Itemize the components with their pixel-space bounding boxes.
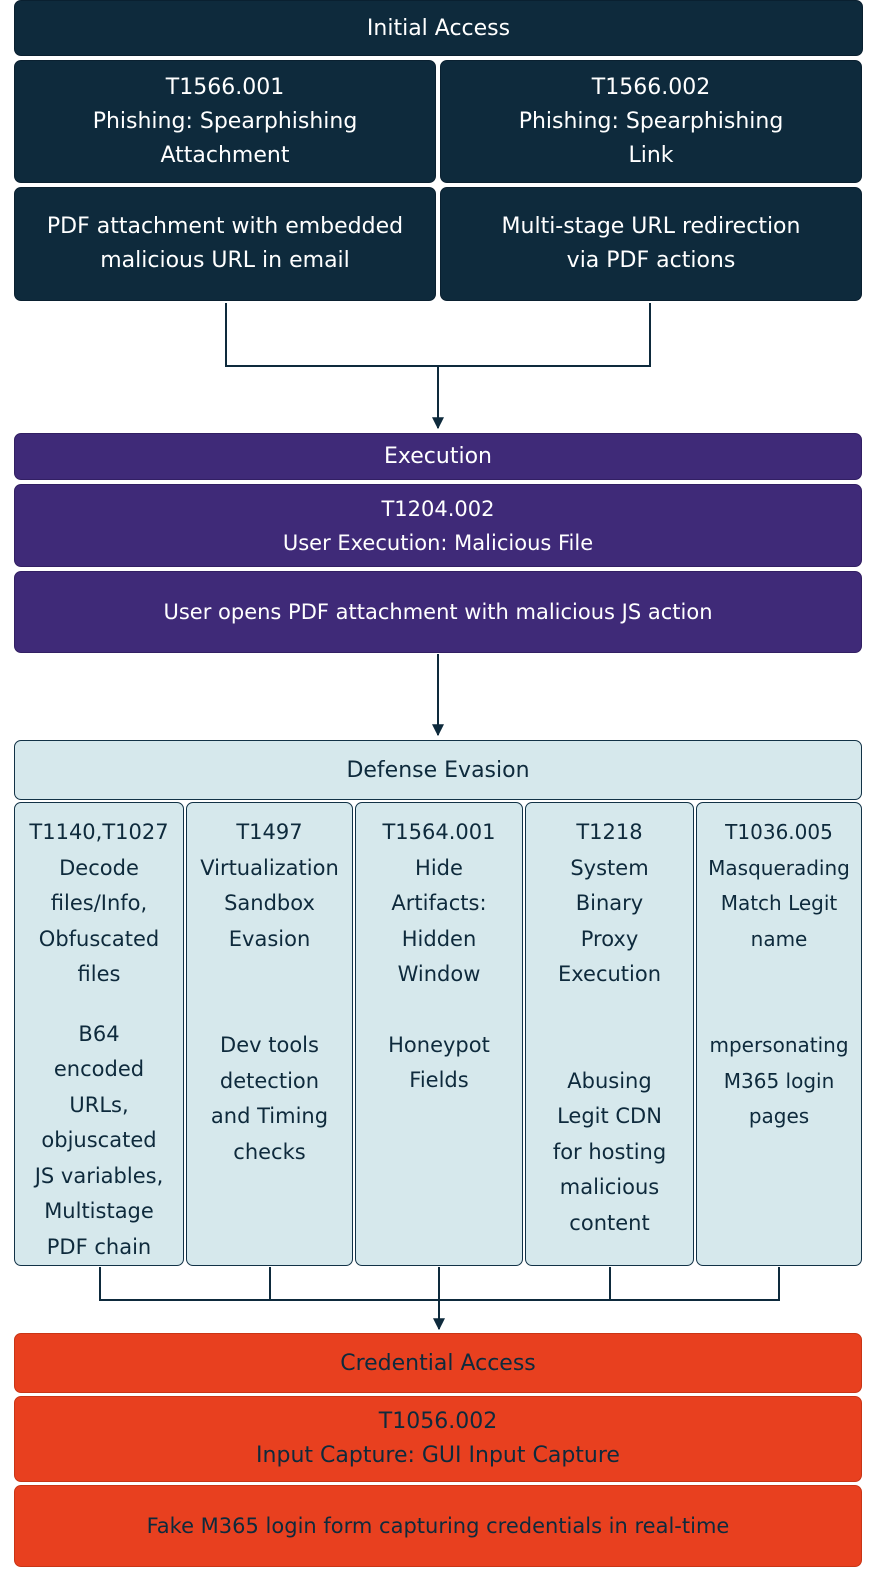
description-line: checks	[233, 1139, 306, 1164]
description-line: Fields	[409, 1068, 469, 1092]
description-line: PDF chain	[46, 1234, 152, 1259]
technique-name-line: Phishing: Spearphishing	[518, 108, 784, 134]
description-line: and Timing	[210, 1104, 329, 1128]
description-line: objuscated	[41, 1128, 157, 1152]
technique-name: Input Capture: GUI Input Capture	[256, 1443, 620, 1468]
technique-id: T1140,T1027	[29, 820, 169, 844]
description-line: malicious	[559, 1175, 660, 1199]
technique-name-line: Window	[397, 962, 481, 986]
description-line: via PDF actions	[566, 248, 736, 273]
technique-name-line: Virtualization	[200, 855, 339, 880]
technique-t1036-005: T1036.005 Masquerading Match Legit name …	[696, 802, 862, 1266]
credential-access-title: Credential Access	[340, 1350, 536, 1376]
technique-name-line: name	[750, 926, 808, 951]
technique-t1056-002: T1056.002 Input Capture: GUI Input Captu…	[14, 1396, 862, 1482]
defense-evasion-header: Defense Evasion	[14, 740, 862, 800]
description-line: JS variables,	[34, 1163, 164, 1188]
technique-t1204-002: T1204.002 User Execution: Malicious File	[14, 484, 862, 567]
description-line: PDF attachment with embedded	[46, 214, 404, 239]
technique-t1566-001: T1566.001 Phishing: Spearphishing Attach…	[14, 60, 436, 183]
technique-name-line: Evasion	[228, 926, 311, 951]
technique-t1218: T1218 System Binary Proxy Execution Abus…	[525, 802, 694, 1266]
description-line: malicious URL in email	[100, 248, 350, 273]
description-line: Dev tools	[220, 1033, 319, 1057]
technique-name-line: Attachment	[160, 142, 290, 168]
technique-name-line: Hide	[415, 855, 463, 880]
technique-id: T1218	[576, 820, 643, 844]
technique-id: T1056.002	[378, 1409, 498, 1434]
technique-id: T1564.001	[382, 820, 496, 844]
description-line: Honeypot	[388, 1032, 490, 1057]
description-line: mpersonating	[709, 1033, 849, 1057]
execution-title: Execution	[384, 444, 492, 469]
initial-access-title: Initial Access	[366, 15, 511, 41]
execution-header: Execution	[14, 433, 862, 480]
technique-name-line: Proxy	[580, 926, 639, 951]
technique-name-line: Link	[628, 142, 674, 168]
technique-name-line: Sandbox	[224, 891, 315, 915]
technique-name-line: Binary	[575, 891, 644, 915]
description-t1566-001: PDF attachment with embedded malicious U…	[14, 187, 436, 301]
description-line: encoded	[53, 1057, 145, 1081]
description-line: content	[569, 1210, 650, 1235]
technique-name-line: Execution	[557, 962, 662, 986]
technique-id: T1566.002	[591, 74, 711, 100]
technique-t1497: T1497 Virtualization Sandbox Evasion Dev…	[186, 802, 353, 1266]
technique-name-line: Masquerading	[708, 855, 850, 880]
technique-name-line: Decode	[59, 855, 139, 880]
description-line: Abusing	[567, 1068, 652, 1093]
description-line: Multistage	[44, 1199, 154, 1223]
technique-id: T1497	[236, 820, 303, 844]
description-line: Multi-stage URL redirection	[501, 214, 801, 239]
description-line: for hosting	[552, 1139, 667, 1164]
credential-access-description: Fake M365 login form capturing credentia…	[14, 1485, 862, 1567]
description-line: Fake M365 login form capturing credentia…	[146, 1514, 730, 1538]
technique-name-line: Match Legit	[720, 891, 838, 915]
technique-name-line: Hidden	[401, 926, 477, 951]
technique-name-line: Artifacts:	[391, 891, 487, 915]
technique-t1564-001: T1564.001 Hide Artifacts: Hidden Window …	[355, 802, 523, 1266]
description-line: User opens PDF attachment with malicious…	[163, 600, 713, 624]
technique-name-line: files/Info,	[50, 891, 148, 915]
execution-description: User opens PDF attachment with malicious…	[14, 571, 862, 653]
description-line: Legit CDN	[557, 1104, 662, 1128]
technique-t1566-002: T1566.002 Phishing: Spearphishing Link	[440, 60, 862, 183]
technique-id: T1036.005	[725, 820, 833, 844]
connector-initial-to-execution	[225, 303, 651, 428]
technique-t1140-t1027: T1140,T1027 Decode files/Info, Obfuscate…	[14, 802, 184, 1266]
description-line: pages	[748, 1104, 810, 1128]
connector-defense-to-credential	[99, 1267, 780, 1329]
description-t1566-002: Multi-stage URL redirection via PDF acti…	[440, 187, 862, 301]
technique-name-line: Obfuscated	[38, 926, 160, 951]
description-line: detection	[219, 1068, 320, 1093]
technique-name-line: files	[77, 962, 121, 986]
defense-evasion-title: Defense Evasion	[346, 757, 530, 783]
description-line: URLs,	[69, 1092, 129, 1117]
technique-id: T1566.001	[165, 74, 285, 100]
technique-id: T1204.002	[381, 496, 495, 521]
initial-access-header: Initial Access	[14, 0, 863, 56]
description-line: M365 login	[723, 1068, 835, 1093]
description-line: B64	[78, 1021, 120, 1046]
technique-name: User Execution: Malicious File	[282, 530, 594, 555]
technique-name-line: Phishing: Spearphishing	[92, 108, 358, 134]
technique-name-line: System	[570, 855, 649, 880]
credential-access-header: Credential Access	[14, 1333, 862, 1393]
